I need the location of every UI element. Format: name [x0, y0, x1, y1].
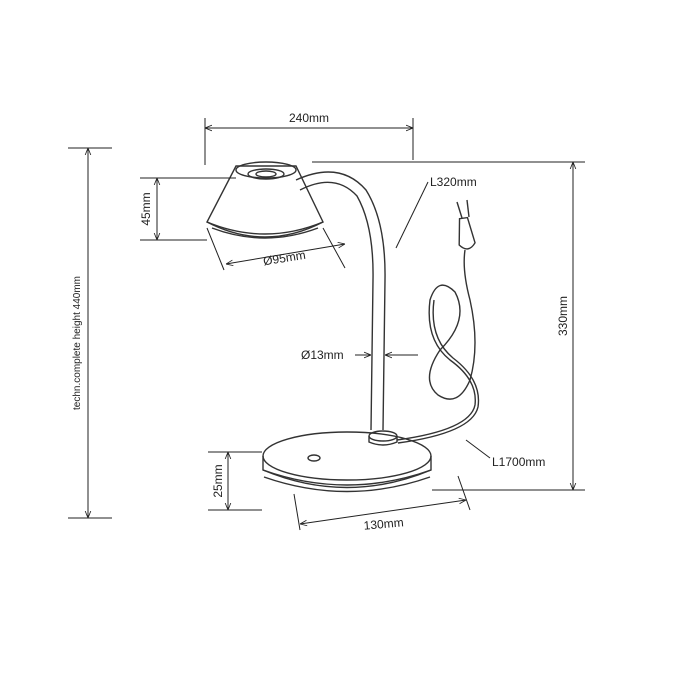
power-cable: [396, 249, 480, 444]
arm-length-label: L320mm: [430, 175, 477, 189]
dimension-lines: [68, 118, 585, 531]
shade-diameter-label: Ø95mm: [262, 248, 306, 269]
power-plug-icon: [456, 199, 476, 250]
lamp-shade: [206, 161, 324, 239]
stem-diameter-label: Ø13mm: [301, 348, 344, 362]
shade-height-label: 45mm: [139, 192, 153, 225]
base-height-label: 25mm: [211, 464, 225, 497]
cable-length-label: L1700mm: [492, 455, 545, 469]
base-width-label: 130mm: [363, 515, 404, 532]
width-top-label: 240mm: [289, 111, 329, 125]
complete-height-label: techn.complete height 440mm: [72, 276, 83, 410]
lamp-base: [262, 430, 432, 493]
lamp-height-label: 330mm: [556, 296, 570, 336]
lamp-illustration: [206, 161, 480, 493]
lamp-arm: [295, 171, 386, 431]
